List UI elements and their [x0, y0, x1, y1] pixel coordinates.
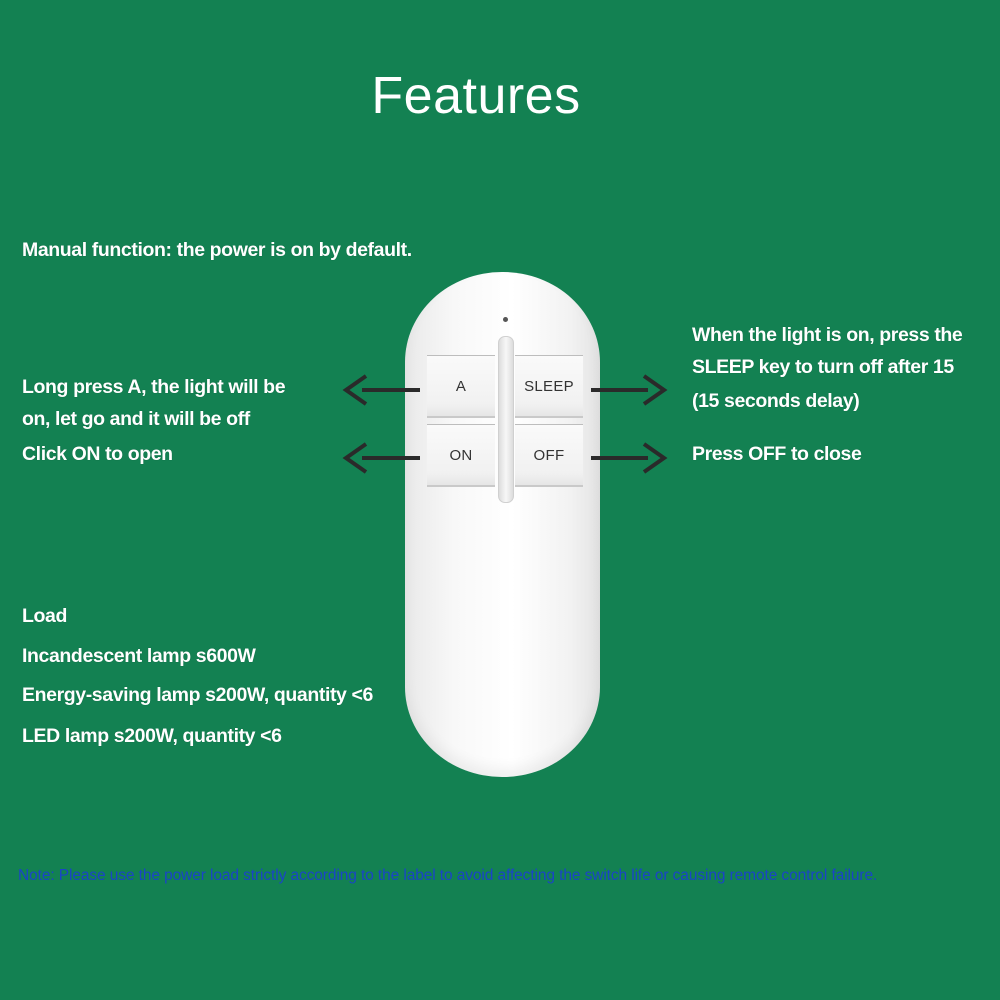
remote-button-a[interactable]: A [427, 355, 495, 418]
indicator-led [503, 317, 508, 322]
remote-button-off[interactable]: OFF [515, 424, 583, 487]
sleep-text-line1: When the light is on, press the [692, 324, 963, 346]
long-press-text-line2: on, let go and it will be off [22, 408, 250, 430]
manual-function-text: Manual function: the power is on by defa… [22, 239, 412, 261]
load-heading: Load [22, 605, 67, 627]
click-on-text: Click ON to open [22, 443, 173, 465]
load-energy-saving: Energy-saving lamp s200W, quantity <6 [22, 684, 373, 706]
sleep-text-line3: (15 seconds delay) [692, 390, 860, 412]
remote-button-sleep[interactable]: SLEEP [515, 355, 583, 418]
arrow-right-sleep-icon [591, 374, 668, 406]
arrow-right-off-icon [591, 442, 668, 474]
arrow-left-on-icon [342, 442, 420, 474]
long-press-text-line1: Long press A, the light will be [22, 376, 286, 398]
sleep-text-line2: SLEEP key to turn off after 15 [692, 356, 954, 378]
load-led: LED lamp s200W, quantity <6 [22, 725, 282, 747]
load-incandescent: Incandescent lamp s600W [22, 645, 256, 667]
press-off-text: Press OFF to close [692, 443, 862, 465]
page-title: Features [371, 67, 581, 125]
usage-note: Note: Please use the power load strictly… [18, 867, 878, 884]
button-divider [498, 336, 514, 503]
remote-button-on[interactable]: ON [427, 424, 495, 487]
arrow-left-a-icon [342, 374, 420, 406]
